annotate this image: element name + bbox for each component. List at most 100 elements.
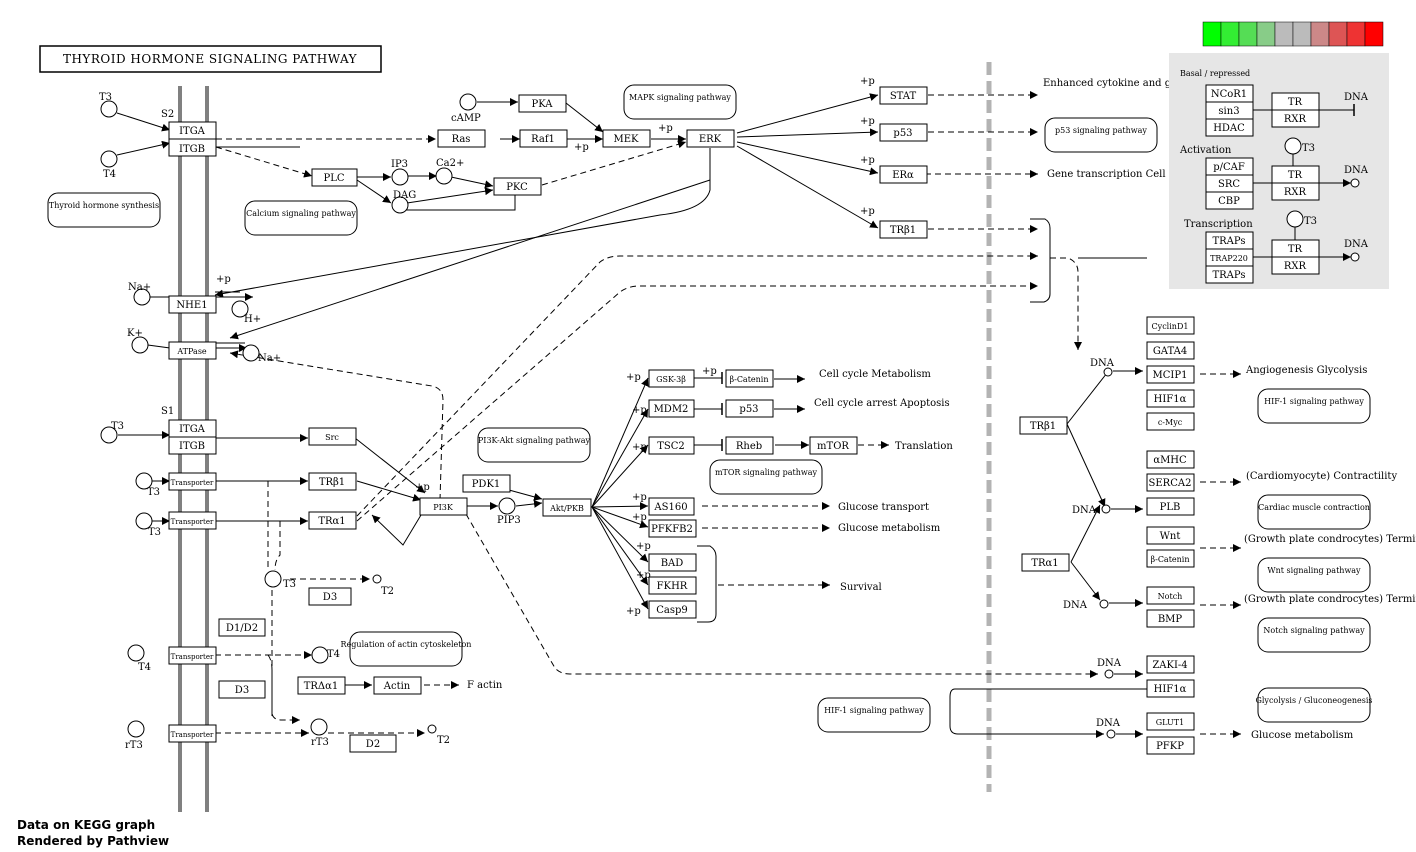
gene-casp9[interactable]: Casp9 [648,600,697,619]
gene-itgb-s2[interactable]: ITGB [168,138,217,157]
gene-itga-s1[interactable]: ITGA [168,419,217,438]
svg-text:Angiogenesis Glycolysis: Angiogenesis Glycolysis [1245,365,1367,376]
gene-nhe1[interactable]: NHE1 [168,295,217,314]
gene-itga-s2[interactable]: ITGA [168,121,217,140]
gene-trb1-erk[interactable]: TRβ1 [879,220,928,239]
gene-ras[interactable]: Ras [437,129,486,148]
color-scale [1202,21,1384,47]
gene-trda1[interactable]: TRΔα1 [297,676,346,695]
gene-bad[interactable]: BAD [648,553,697,572]
gene-tra1-cyto[interactable]: TRα1 [308,511,357,530]
gene-trb1-cyto[interactable]: TRβ1 [308,472,357,491]
gene-rheb[interactable]: Rheb [725,436,774,455]
pathway-cardiac-muscle[interactable]: Cardiac muscle contraction [1257,494,1371,530]
gene-trb1-nuc[interactable]: TRβ1 [1019,416,1068,435]
gene-era[interactable]: ERα [879,165,928,184]
svg-text:Glucose transport: Glucose transport [838,502,929,513]
pathway-p53-signaling[interactable]: p53 signaling pathway [1044,117,1158,153]
gene-mcip1[interactable]: MCIP1 [1146,365,1195,384]
scale-swatch [1292,21,1312,47]
gene-pfkfb2[interactable]: PFKFB2 [648,519,697,538]
gene-mek[interactable]: MEK [602,129,651,148]
pathway-mapk-signaling[interactable]: MAPK signaling pathway [623,84,737,120]
gene-pdk1[interactable]: PDK1 [462,474,511,493]
gene-serca2[interactable]: SERCA2 [1146,473,1195,492]
svg-text:p/CAF: p/CAF [1213,162,1245,173]
gene-plc[interactable]: PLC [311,168,358,187]
gene-hif1a-b[interactable]: HIF1α [1146,679,1195,698]
gene-plb[interactable]: PLB [1146,497,1195,516]
pathway-hif1-signaling-a[interactable]: HIF-1 signaling pathway [1257,388,1371,424]
gene-bmp[interactable]: BMP [1146,609,1195,628]
svg-text:DNA: DNA [1344,165,1369,176]
gene-mdm2[interactable]: MDM2 [648,399,695,418]
gene-transporter-1[interactable]: Transporter [168,472,217,491]
pathway-thyroid-hormone-synthesis[interactable]: Thyroid hormone synthesis [47,192,161,228]
gene-amhc[interactable]: αMHC [1146,450,1195,469]
pathway-wnt-signaling[interactable]: Wnt signaling pathway [1257,557,1371,593]
svg-text:HDAC: HDAC [1213,123,1245,134]
pathway-calcium-signaling[interactable]: Calcium signaling pathway [244,200,358,236]
gene-pfkp[interactable]: PFKP [1146,736,1195,755]
gene-erk[interactable]: ERK [686,129,735,148]
svg-text:STAT: STAT [890,91,917,102]
gene-as160[interactable]: AS160 [648,497,695,516]
gene-tsc2[interactable]: TSC2 [648,436,695,455]
gene-src[interactable]: Src [308,427,357,446]
svg-text:T3: T3 [148,527,161,538]
svg-text:Cell cycle arrest Apoptosis: Cell cycle arrest Apoptosis [814,398,950,409]
gene-d2[interactable]: D2 [349,734,397,753]
gene-d3-b[interactable]: D3 [218,680,266,699]
gene-stat[interactable]: STAT [879,86,928,105]
gene-fkhr[interactable]: FKHR [648,576,697,595]
gene-pkc[interactable]: PKC [493,177,542,196]
gene-transporter-4[interactable]: Transporter [168,724,217,743]
pathway-pi3k-akt-signaling[interactable]: PI3K-Akt signaling pathway [477,427,591,463]
svg-text:PKC: PKC [506,182,528,193]
pathway-actin-cytoskeleton[interactable]: Regulation of actin cytoskeleton [341,631,472,667]
gene-d1d2[interactable]: D1/D2 [218,618,266,637]
svg-text:(Growth plate condrocytes) Ter: (Growth plate condrocytes) Terminal diff… [1244,594,1416,605]
gene-glut1[interactable]: GLUT1 [1146,712,1195,731]
gene-bcatenin-nuc[interactable]: β-Catenin [1146,549,1195,568]
gene-gsk3b[interactable]: GSK-3β [648,369,695,388]
gene-cyclind1[interactable]: CyclinD1 [1146,316,1195,335]
gene-gata4[interactable]: GATA4 [1146,341,1195,360]
gene-notch[interactable]: Notch [1146,586,1195,605]
pathway-notch-signaling[interactable]: Notch signaling pathway [1257,617,1371,653]
gene-tra1-nuc[interactable]: TRα1 [1021,553,1070,572]
gene-transporter-3[interactable]: Transporter [168,646,217,665]
pathway-title: THYROID HORMONE SIGNALING PATHWAY [63,52,358,66]
pathway-hif1-signaling-b[interactable]: HIF-1 signaling pathway [817,697,931,733]
gene-akt[interactable]: Akt/PKB [542,498,592,517]
gene-zaki4[interactable]: ZAKI-4 [1146,655,1195,674]
gene-p53-nuc[interactable]: p53 [879,123,928,142]
gene-cmyc[interactable]: c-Myc [1146,412,1195,431]
svg-text:K+: K+ [127,328,143,339]
gene-pi3k[interactable]: PI3K [419,497,468,516]
gene-itgb-s1[interactable]: ITGB [168,436,217,455]
svg-text:+p: +p [658,123,673,134]
gene-transporter-2[interactable]: Transporter [168,511,217,530]
gene-pka[interactable]: PKA [518,94,567,113]
gene-hif1a-a[interactable]: HIF1α [1146,389,1195,408]
svg-text:+p: +p [415,482,430,493]
gene-actin[interactable]: Actin [373,676,422,695]
svg-text:(Cardiomyocyte) Contractility: (Cardiomyocyte) Contractility [1246,471,1397,482]
gene-d3-a[interactable]: D3 [308,587,352,606]
gene-mtor[interactable]: mTOR [809,436,858,455]
pathway-nodes: Thyroid hormone synthesis Calcium signal… [47,84,1373,733]
svg-text:β-Catenin: β-Catenin [1150,555,1189,564]
svg-text:+p: +p [216,274,231,285]
svg-text:rT3: rT3 [311,737,329,748]
pathway-mtor-signaling[interactable]: mTOR signaling pathway [709,459,823,495]
gene-bcatenin-cyto[interactable]: β-Catenin [725,369,774,388]
pathway-glycolysis[interactable]: Glycolysis / Gluconeogenesis [1255,687,1373,723]
gene-p53-cyto[interactable]: p53 [725,399,774,418]
gene-atpase[interactable]: ATPase [168,341,217,360]
svg-text:DNA: DNA [1072,505,1097,516]
svg-text:TRβ1: TRβ1 [1030,421,1056,432]
scale-swatch [1328,21,1348,47]
gene-wnt[interactable]: Wnt [1146,526,1195,545]
gene-raf1[interactable]: Raf1 [519,129,568,148]
